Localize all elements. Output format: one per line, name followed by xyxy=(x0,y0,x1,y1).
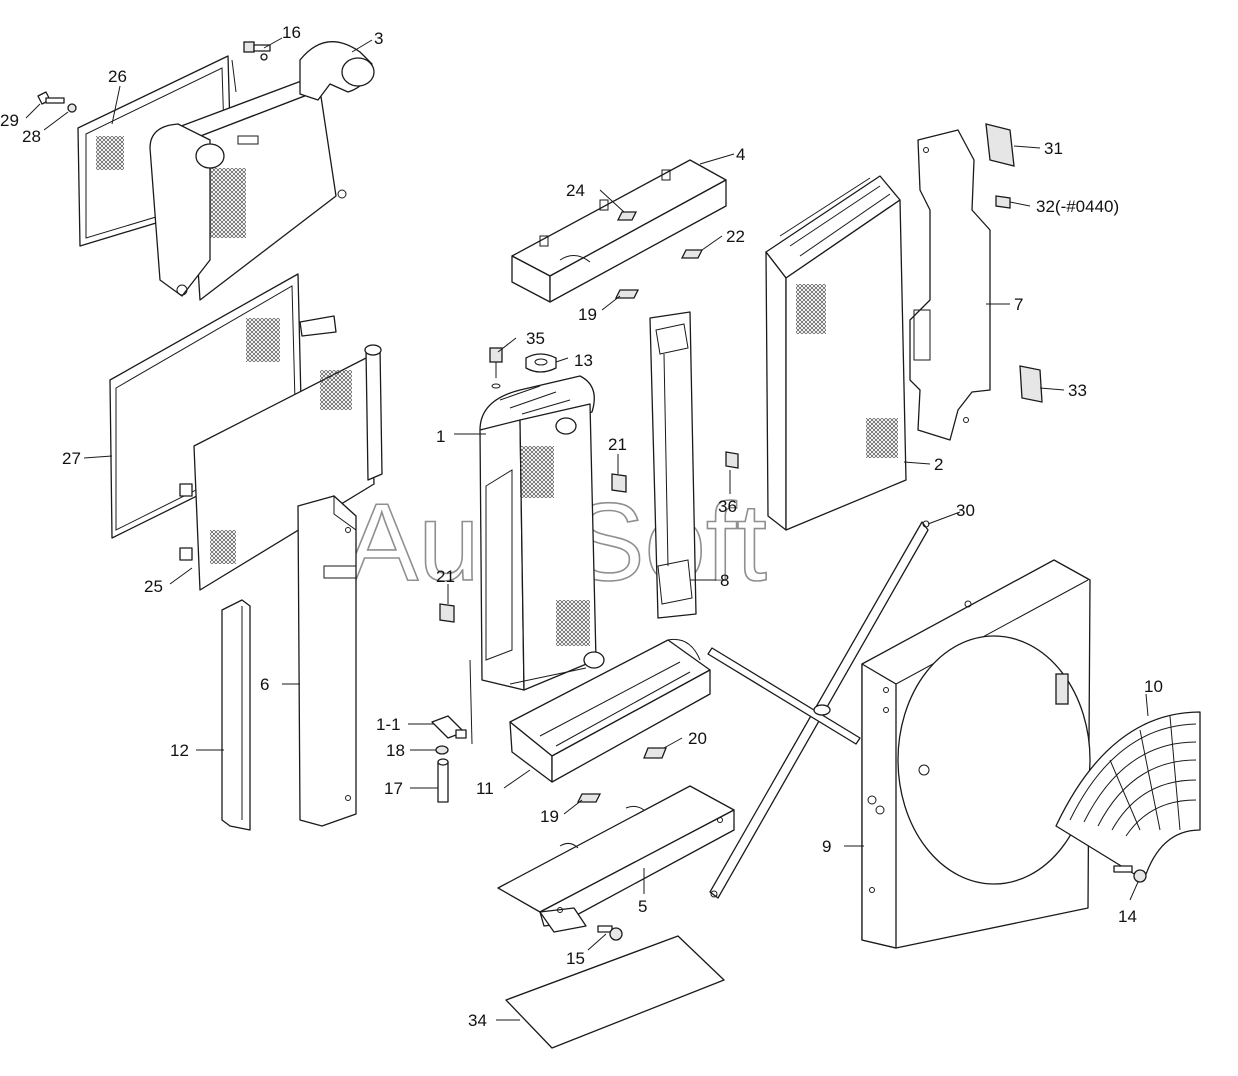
part-5-lower-bracket xyxy=(497,785,735,933)
part-16-bolt xyxy=(243,41,271,61)
callout-5: 5 xyxy=(638,897,647,916)
callout-16: 16 xyxy=(282,23,301,42)
part-34-pad xyxy=(505,935,725,1049)
part-24-pad xyxy=(616,211,638,221)
callout-7: 7 xyxy=(1014,295,1023,314)
part-7-side-plate xyxy=(909,129,991,441)
part-25-condenser xyxy=(179,344,383,591)
callout-28: 28 xyxy=(22,127,41,146)
part-35-bolt xyxy=(489,347,503,389)
callout-12: 12 xyxy=(170,741,189,760)
part-11-lower-tray xyxy=(509,638,711,783)
callout-31: 31 xyxy=(1044,139,1063,158)
callout-18: 18 xyxy=(386,741,405,760)
callout-2: 2 xyxy=(934,455,943,474)
callout-19-upper: 19 xyxy=(578,305,597,324)
callout-1-1: 1-1 xyxy=(376,715,401,734)
part-31-pad xyxy=(985,123,1015,167)
part-36-pad xyxy=(725,451,739,469)
callout-19-lower: 19 xyxy=(540,807,559,826)
part-22-pad xyxy=(680,249,704,259)
part-21-pad-upper xyxy=(611,473,627,493)
callout-4: 4 xyxy=(736,145,745,164)
part-3-intercooler xyxy=(149,41,375,301)
part-33-pad xyxy=(1019,365,1043,403)
part-29-bolt xyxy=(37,91,65,105)
part-21-pad-lower xyxy=(439,603,455,623)
callout-27: 27 xyxy=(62,449,81,468)
part-19-pad-upper xyxy=(614,289,640,299)
part-30-stay-rods xyxy=(707,520,930,899)
part-2-radiator xyxy=(765,175,907,531)
callout-8: 8 xyxy=(720,571,729,590)
callout-9: 9 xyxy=(822,837,831,856)
part-10-fan-guard xyxy=(1055,711,1201,881)
part-13-filler-cap xyxy=(525,353,557,373)
callout-32: 32(-#0440) xyxy=(1036,197,1119,216)
callout-13: 13 xyxy=(574,351,593,370)
part-18-ring xyxy=(435,745,449,755)
part-32-pad xyxy=(995,195,1011,209)
part-14-bolt xyxy=(1113,865,1147,883)
part-9-fan-shroud xyxy=(861,559,1091,949)
callout-20: 20 xyxy=(688,729,707,748)
callout-33: 33 xyxy=(1068,381,1087,400)
callout-36: 36 xyxy=(718,497,737,516)
part-20-pad xyxy=(643,747,667,759)
callout-21-lower: 21 xyxy=(436,567,455,586)
part-6-side-bracket xyxy=(297,494,357,827)
callout-35: 35 xyxy=(526,329,545,348)
callout-25: 25 xyxy=(144,577,163,596)
callout-21-upper: 21 xyxy=(608,435,627,454)
callout-10: 10 xyxy=(1144,677,1163,696)
callout-24: 24 xyxy=(566,181,585,200)
callout-29: 29 xyxy=(0,111,19,130)
part-28-washer xyxy=(67,103,77,113)
callout-3: 3 xyxy=(374,29,383,48)
callout-15: 15 xyxy=(566,949,585,968)
part-15-bolt xyxy=(597,925,623,941)
callout-11: 11 xyxy=(476,779,494,798)
callout-26: 26 xyxy=(108,67,127,86)
callout-14: 14 xyxy=(1118,907,1137,926)
callout-labels: 16 3 26 29 28 4 24 22 19 31 32(-#0440) 7… xyxy=(0,23,1163,1030)
part-1-1-sensor xyxy=(431,659,473,745)
part-4-top-bracket xyxy=(511,159,727,303)
leader-lines xyxy=(25,37,1149,1021)
callout-34: 34 xyxy=(468,1011,487,1030)
part-1-radiator xyxy=(479,375,605,691)
part-19-pad-lower xyxy=(576,793,602,803)
part-17-tube xyxy=(437,758,449,803)
callout-30: 30 xyxy=(956,501,975,520)
callout-17: 17 xyxy=(384,779,403,798)
part-12-channel xyxy=(221,599,251,831)
part-8-bracket xyxy=(649,311,697,619)
callout-22: 22 xyxy=(726,227,745,246)
callout-6: 6 xyxy=(260,675,269,694)
callout-1: 1 xyxy=(436,427,445,446)
